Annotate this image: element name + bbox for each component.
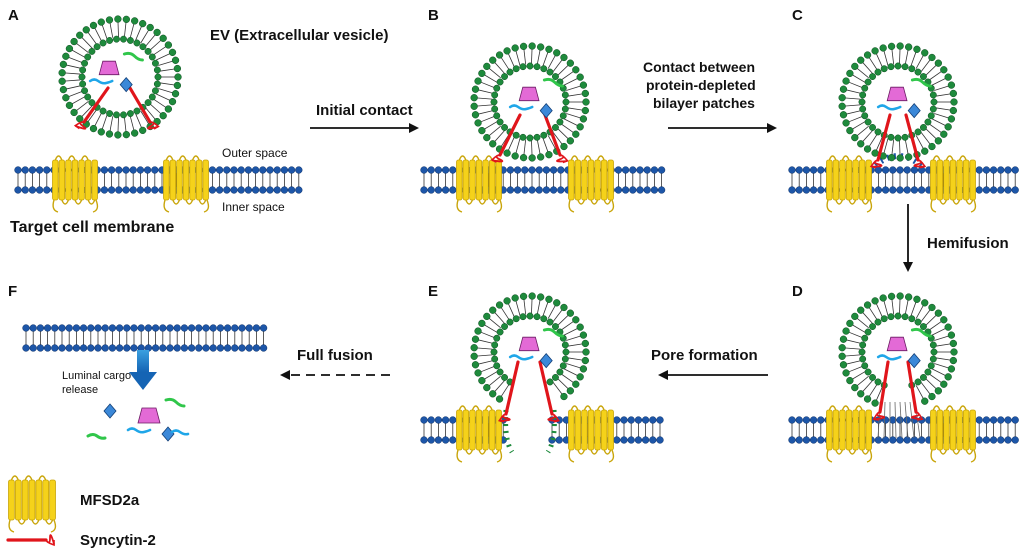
luminal-cargo-line-2: release <box>62 384 98 396</box>
outer-space-label: Outer space <box>222 146 288 160</box>
cargo-green <box>542 77 564 88</box>
vesicle-a <box>58 15 182 139</box>
panel-letter-e: E <box>428 283 438 300</box>
legend-mfsd2a-shape <box>8 475 57 533</box>
cargo-diamond <box>119 76 133 93</box>
cargo-pink <box>886 336 908 352</box>
cargo-cyan <box>876 354 902 361</box>
cargo-diamond <box>907 102 921 119</box>
cargo-cyan <box>126 427 152 434</box>
mfsd2a-c2 <box>930 155 977 213</box>
syncytin-e2 <box>538 360 561 423</box>
cargo-f-green <box>86 433 107 440</box>
cargo-release-arrow <box>129 350 157 390</box>
syncytin-a2 <box>128 86 160 130</box>
cargo-layer <box>86 51 932 442</box>
pore-right-e <box>545 409 557 454</box>
panel-letter-d: D <box>792 283 803 300</box>
cargo-a <box>88 51 144 93</box>
mfsd2a-icon <box>8 475 57 533</box>
contact-line-2: protein-depleted <box>646 77 756 93</box>
arrow-contact-patches: Contact between protein-depleted bilayer… <box>643 59 777 133</box>
cargo-c <box>876 77 932 119</box>
arrow-initial-contact: Initial contact <box>310 102 419 133</box>
syncytin-b1 <box>490 113 522 163</box>
mfsd2a-e1 <box>456 405 503 463</box>
cargo-cyan <box>508 104 534 111</box>
mfsd2a-a1 <box>52 155 99 213</box>
pore-left-e <box>503 409 515 454</box>
syncytin-b2 <box>543 113 569 164</box>
panel-letter-a: A <box>8 7 19 24</box>
contact-line-1: Contact between <box>643 59 755 75</box>
hemifusion-label: Hemifusion <box>927 235 1009 252</box>
mfsd2a-d1 <box>826 405 873 463</box>
mfsd2a-c1 <box>826 155 873 213</box>
syncytin-d2 <box>906 360 924 421</box>
membrane-f <box>22 324 268 352</box>
syncytin-a1 <box>73 86 110 130</box>
ev-title: EV (Extracellular vesicle) <box>210 27 388 44</box>
syncytin-d1 <box>872 360 890 421</box>
mfsd2a-a2 <box>163 155 210 213</box>
cargo-e <box>508 327 564 369</box>
cargo-pink <box>137 407 161 424</box>
membrane-d <box>788 416 1019 444</box>
syncytin-e1 <box>497 360 520 423</box>
legend-syncytin-label: Syncytin-2 <box>80 532 156 549</box>
full-fusion-label: Full fusion <box>297 347 373 364</box>
cargo-diamond <box>907 352 921 369</box>
vesicle-e <box>470 292 590 403</box>
panel-letter-b: B <box>428 7 439 24</box>
mfsd2a-b1 <box>456 155 503 213</box>
cargo-diamond <box>539 352 553 369</box>
arrow-hemifusion: Hemifusion <box>903 204 1009 272</box>
cargo-green <box>122 51 144 62</box>
arrow-full-fusion: Full fusion <box>280 347 390 380</box>
proteins-layer <box>52 155 977 463</box>
membrane-c <box>788 166 1019 194</box>
cargo-diamond <box>539 102 553 119</box>
cargo-f-diamond <box>103 403 117 419</box>
cargo-f-cyan <box>170 429 190 436</box>
inner-space-label: Inner space <box>222 200 285 214</box>
cargo-pink <box>518 86 540 102</box>
cargo-d <box>876 327 932 369</box>
cargo-green <box>910 77 932 88</box>
cargo-f1 <box>126 397 186 442</box>
syncytin-c1 <box>869 113 892 169</box>
cargo-b <box>508 77 564 119</box>
mfsd2a-d2 <box>930 405 977 463</box>
syncytin-c2 <box>904 113 927 169</box>
vesicle-c <box>838 42 958 162</box>
pore-formation-label: Pore formation <box>651 347 758 364</box>
cargo-cyan <box>876 104 902 111</box>
bulge-c <box>867 153 929 173</box>
mfsd2a-b2 <box>568 155 615 213</box>
vesicle-b <box>470 42 590 162</box>
luminal-cargo-line-1: Luminal cargo <box>62 370 131 382</box>
cargo-pink <box>518 336 540 352</box>
initial-contact-label: Initial contact <box>316 102 413 119</box>
legend: MFSD2a Syncytin-2 <box>6 475 156 549</box>
cargo-cyan <box>88 78 114 85</box>
legend-mfsd2a-label: MFSD2a <box>80 492 140 509</box>
legend-syncytin-shape <box>6 534 55 547</box>
cargo-green <box>910 327 932 338</box>
cargo-diamond <box>161 426 175 442</box>
cargo-cyan <box>508 354 534 361</box>
contact-line-3: bilayer patches <box>653 95 755 111</box>
target-membrane-label: Target cell membrane <box>10 219 174 236</box>
syncytin-icon <box>6 534 55 547</box>
panel-letter-f: F <box>8 283 17 300</box>
mfsd2a-e2 <box>568 405 615 463</box>
panel-letter-c: C <box>792 7 803 24</box>
cargo-pink <box>886 86 908 102</box>
cargo-pink <box>98 60 120 76</box>
cargo-green <box>542 327 564 338</box>
arrow-pore-formation: Pore formation <box>651 347 768 380</box>
syncytin-layer <box>73 86 927 423</box>
cargo-green <box>164 397 186 408</box>
